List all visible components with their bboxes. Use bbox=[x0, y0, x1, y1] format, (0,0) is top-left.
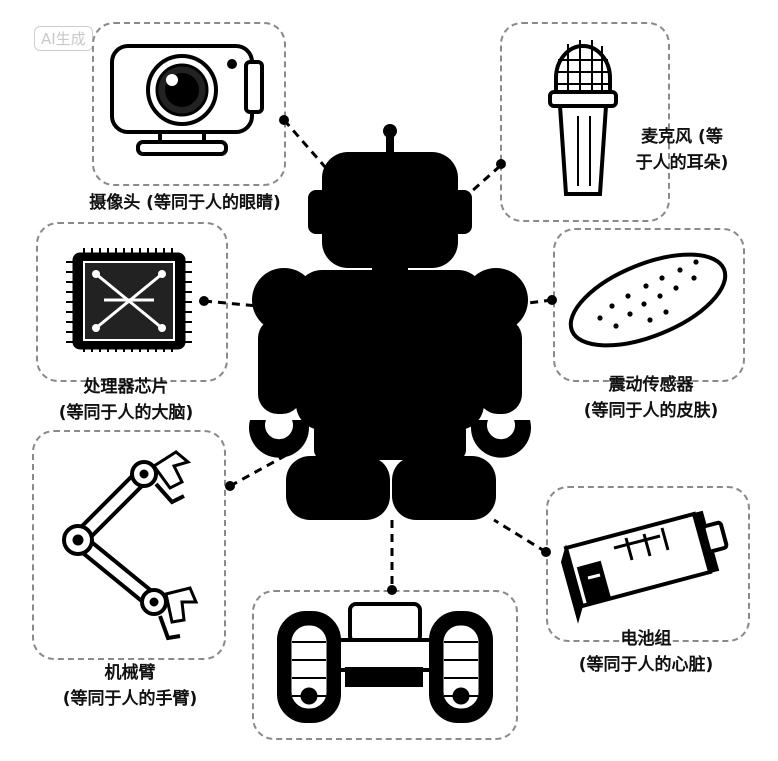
processor-label-line1: 处理器芯片 bbox=[83, 377, 169, 397]
microphone-label-line2: 于人的耳朵) bbox=[635, 153, 729, 173]
connector-dots bbox=[199, 115, 557, 595]
vibration-sensor-label: 震动传感器 (等同于人的皮肤) bbox=[556, 372, 746, 424]
camera-label-line1: 摄像头 (等同于人的眼睛) bbox=[89, 193, 281, 213]
robotic-arm-icon bbox=[62, 450, 199, 641]
battery-label: 电池组 (等同于人的心脏) bbox=[548, 626, 744, 678]
tracks-icon bbox=[277, 602, 493, 723]
battery-label-line2: (等同于人的心脏) bbox=[578, 655, 714, 675]
vibration-sensor-icon bbox=[568, 252, 728, 348]
microphone-label-line1: 麦克风 (等 bbox=[641, 127, 723, 147]
robotic-arm-label: 机械臂 (等同于人的手臂) bbox=[32, 660, 228, 712]
processor-label-line2: (等同于人的大脑) bbox=[58, 403, 194, 423]
vibration-sensor-label-line2: (等同于人的皮肤) bbox=[583, 401, 719, 421]
robotic-arm-label-line1: 机械臂 bbox=[104, 663, 156, 683]
robot-silhouette bbox=[249, 124, 531, 520]
microphone-icon bbox=[548, 40, 618, 196]
battery-icon bbox=[560, 510, 729, 624]
vibration-sensor-label-line1: 震动传感器 bbox=[608, 375, 694, 395]
robotic-arm-label-line2: (等同于人的手臂) bbox=[62, 689, 198, 709]
battery-label-line1: 电池组 bbox=[620, 629, 672, 649]
camera-icon bbox=[110, 44, 264, 156]
processor-chip-icon bbox=[66, 248, 192, 352]
microphone-label: 麦克风 (等 于人的耳朵) bbox=[612, 124, 752, 176]
processor-label: 处理器芯片 (等同于人的大脑) bbox=[26, 374, 226, 426]
camera-label: 摄像头 (等同于人的眼睛) bbox=[60, 190, 310, 216]
